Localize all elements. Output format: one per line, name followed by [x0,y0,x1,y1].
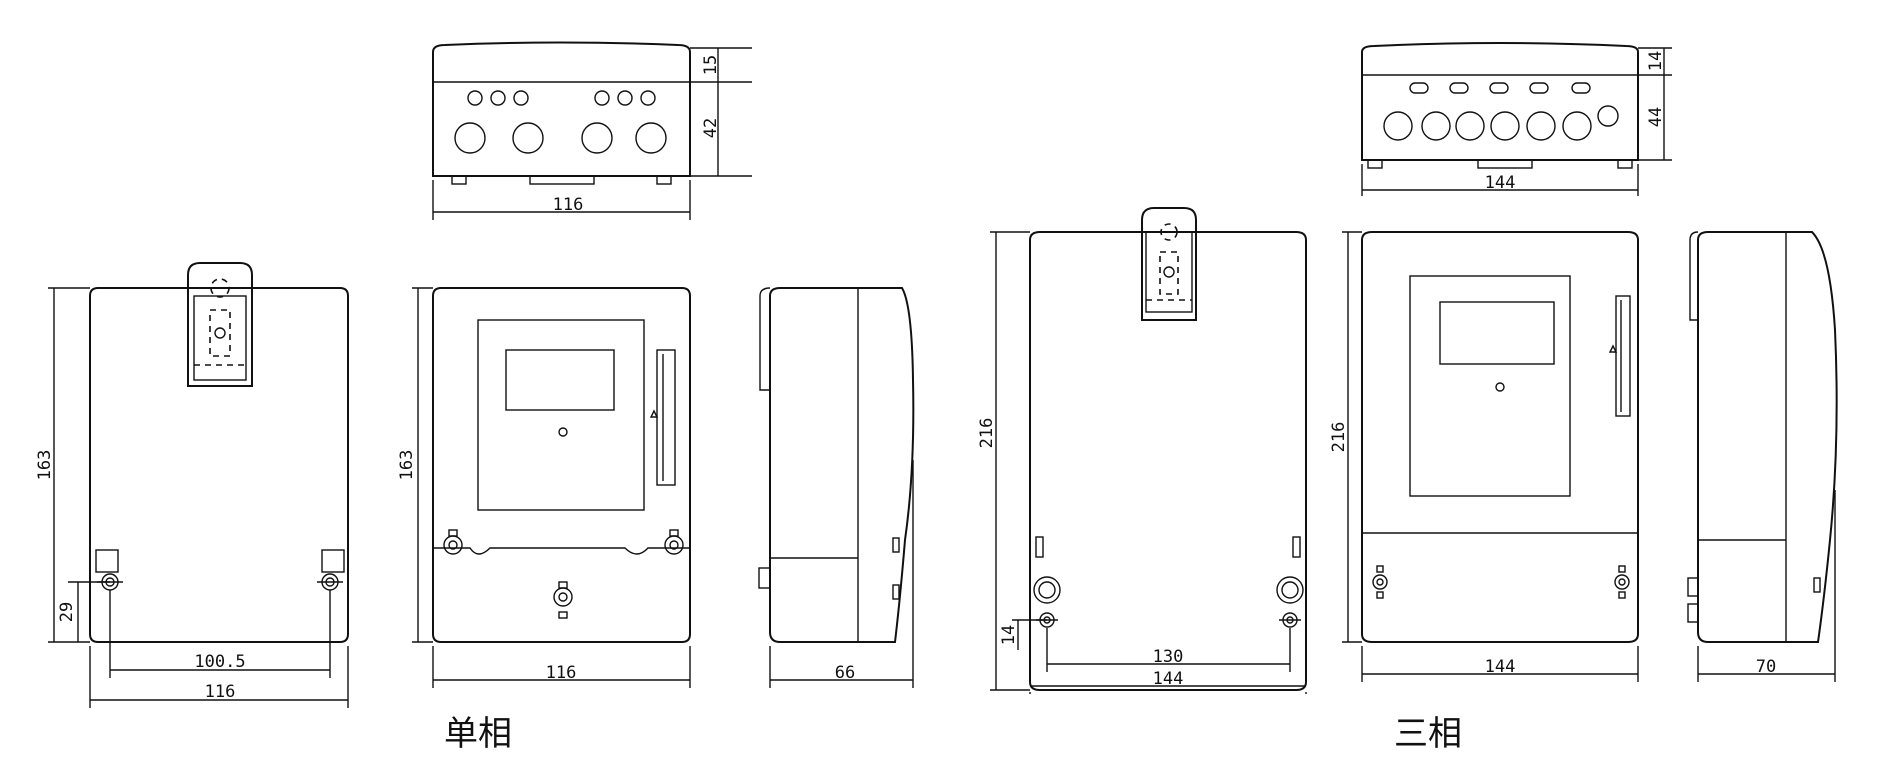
three-front-view: 216 144 [1329,231,1639,682]
single-phase-caption: 单相 [444,714,512,754]
three-top-width-label: 144 [1485,173,1516,193]
small-hole-row [467,90,656,106]
terminal-hole-row [1383,105,1619,141]
single-back-spacing-label: 100.5 [194,652,245,672]
three-front-height-label: 216 [1329,422,1349,453]
single-top-h2-label: 42 [701,118,721,138]
single-back-mount-label: 29 [57,602,77,622]
single-side-depth-label: 66 [835,663,855,683]
three-phase-caption: 三相 [1394,714,1462,754]
three-back-mount-label: 14 [999,625,1019,645]
single-back-view: 163 29 100.5 116 [35,262,349,708]
hanger-bracket [1141,207,1197,321]
three-back-height-label: 216 [977,418,997,449]
three-back-width-label: 144 [1153,669,1184,689]
single-top-width-label: 116 [553,195,584,215]
three-top-view: 144 14 44 [1361,42,1672,196]
small-slot-row [1409,82,1591,94]
single-back-width-label: 116 [205,682,236,702]
single-front-height-label: 163 [397,450,417,481]
three-top-h2-label: 44 [1646,107,1666,127]
single-side-view: 66 [758,287,915,688]
three-back-view: 216 14 130 144 [977,207,1307,694]
three-back-spacing-label: 130 [1153,647,1184,667]
single-front-view: 163 116 [397,287,691,688]
three-side-view: 70 [1687,231,1838,682]
three-front-width-label: 144 [1485,657,1516,677]
hanger-bracket [187,262,253,387]
single-top-view: 116 15 42 [432,41,752,220]
three-side-depth-label: 70 [1756,657,1776,677]
terminal-hole-row [454,122,667,154]
three-top-h1-label: 14 [1646,51,1666,71]
single-front-width-label: 116 [546,663,577,683]
single-top-h1-label: 15 [701,55,721,75]
single-back-height-label: 163 [35,450,55,481]
